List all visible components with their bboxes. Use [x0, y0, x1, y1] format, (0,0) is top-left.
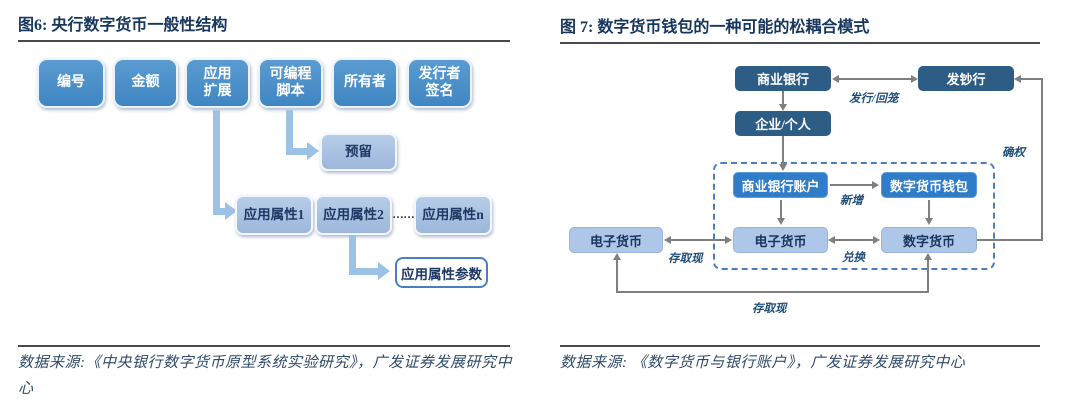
arrow-right-icon: [378, 262, 390, 280]
connector-confirm-rights-top: [1020, 78, 1043, 80]
connector-wallet-to-digital: [928, 200, 930, 219]
figure6-source-rule: [18, 345, 510, 347]
arrow-down-icon: [925, 218, 933, 225]
wallet-dashed-boundary: [713, 162, 995, 270]
node-issuing-bank: 发钞行: [918, 66, 1014, 91]
label-exchange: 兑换: [842, 252, 865, 264]
arrow-right-icon: [911, 75, 918, 83]
connector-confirm-rights-vertical: [1041, 78, 1043, 241]
node-commercial-bank: 商业银行: [735, 66, 831, 91]
arrow-down-icon: [779, 104, 787, 111]
label-deposit-withdraw-lower: 存取现: [752, 303, 787, 315]
label-confirm-rights: 确权: [1002, 147, 1025, 159]
reserved-box: 预留: [320, 133, 397, 171]
node-digital-currency-wallet: 数字货币钱包: [881, 172, 977, 198]
attribute-box-1: 应用属性1: [235, 195, 313, 235]
connector-account-to-wallet: [830, 184, 872, 186]
attribute-box-n: 应用属性n: [414, 195, 492, 235]
connector-customer-to-account: [782, 136, 784, 164]
figure6-title: 图6: 央行数字货币一般性结构: [18, 17, 228, 34]
field-box-owner: 所有者: [332, 58, 398, 108]
figure7-source: 数据来源: 《数字货币与银行账户》，广发证券发展研究中心: [560, 355, 966, 371]
node-e-money-outer: 电子货币: [569, 227, 663, 253]
node-commercial-bank-account: 商业银行账户: [733, 172, 828, 198]
connector-script-vertical: [286, 110, 293, 155]
connector-extension-vertical: [213, 110, 220, 215]
arrow-right-icon: [872, 181, 879, 189]
arrow-left-icon: [832, 75, 839, 83]
connector-bank-to-customer: [782, 91, 784, 105]
label-issue-recall: 发行/回笼: [849, 93, 899, 105]
field-box-app-extension: 应用 扩展: [185, 58, 250, 108]
connector-attribute-horizontal: [349, 268, 379, 275]
connector-attribute-vertical: [349, 235, 356, 275]
arrow-right-icon: [725, 236, 732, 244]
arrow-up-icon: [613, 253, 621, 260]
arrow-up-icon: [924, 253, 932, 260]
field-box-issuer-signature: 发行者 签名: [407, 58, 472, 108]
arrow-right-icon: [225, 202, 237, 220]
ellipsis-dots: ……: [392, 207, 415, 221]
connector-account-to-emoney: [780, 200, 782, 219]
attribute-box-2: 应用属性2: [315, 195, 392, 235]
arrow-left-icon: [828, 236, 835, 244]
arrow-right-icon: [873, 236, 880, 244]
field-box-number: 编号: [37, 58, 105, 108]
connector-deposit-withdraw-upper: [670, 239, 726, 241]
label-deposit-withdraw-upper: 存取现: [668, 253, 703, 265]
label-add-new: 新增: [840, 195, 863, 207]
connector-issue-recall: [838, 78, 912, 80]
connector-bottom-right-vertical: [927, 258, 929, 293]
figure7-title-rule: [560, 42, 1040, 44]
connector-confirm-rights-horizontal: [977, 239, 1043, 241]
connector-script-horizontal: [286, 148, 307, 155]
attribute-parameter-box: 应用属性参数: [395, 257, 488, 288]
arrow-down-icon: [779, 164, 787, 171]
node-e-money-inner: 电子货币: [733, 227, 828, 253]
node-digital-currency-inner: 数字货币: [881, 227, 977, 253]
arrow-left-icon: [664, 236, 671, 244]
figure7-title: 图 7: 数字货币钱包的一种可能的松耦合模式: [560, 19, 870, 36]
field-box-programmable-script: 可编程 脚本: [258, 58, 323, 108]
field-box-amount: 金额: [113, 58, 178, 108]
figure6-source: 数据来源:《中央银行数字货币原型系统实验研究》，广发证券发展研究中心: [18, 355, 512, 398]
figure7-source-rule: [560, 345, 1040, 347]
connector-extension-horizontal: [213, 208, 225, 215]
arrow-left-icon: [1014, 75, 1021, 83]
arrow-right-icon: [307, 142, 319, 160]
node-enterprise-individual: 企业/个人: [735, 111, 831, 136]
connector-bottom-left-vertical: [616, 258, 618, 293]
figure6-title-rule: [18, 40, 510, 42]
connector-exchange: [834, 239, 874, 241]
connector-bottom-horizontal: [616, 291, 929, 293]
arrow-down-icon: [777, 218, 785, 225]
